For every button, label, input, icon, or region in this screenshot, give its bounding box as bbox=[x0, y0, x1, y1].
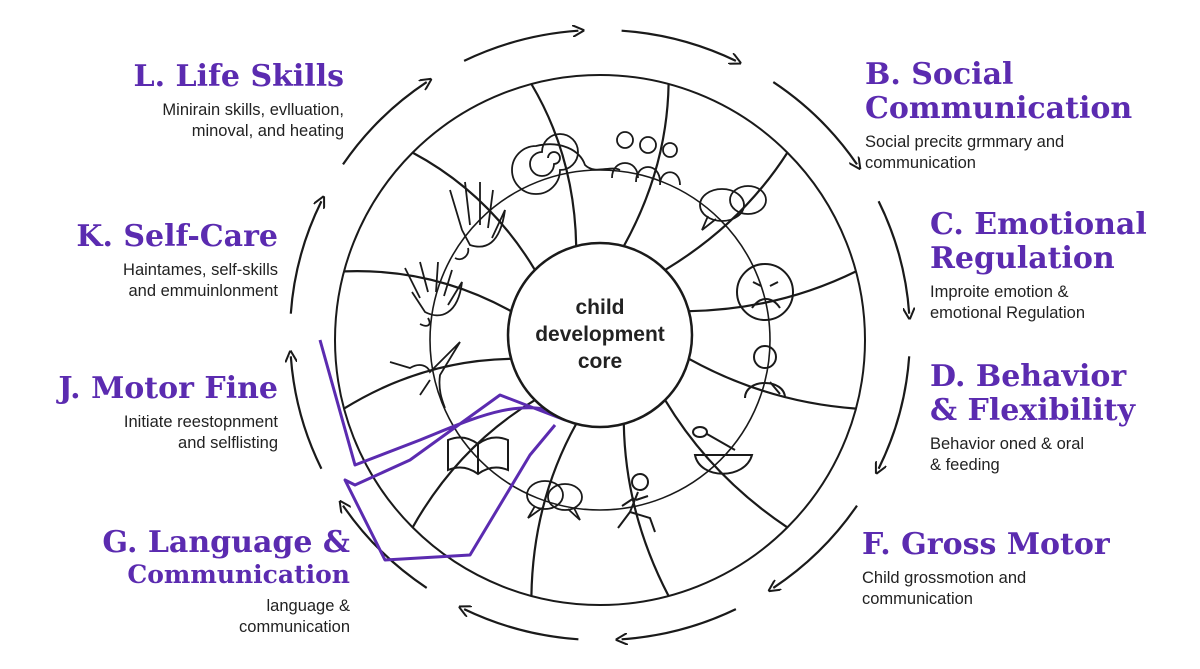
core-circle bbox=[506, 241, 694, 429]
petal-divider bbox=[343, 357, 512, 410]
petal-divider bbox=[688, 357, 857, 410]
label-life-skills: L. Life Skills Minirain skills, evlluati… bbox=[134, 60, 344, 142]
petal-divider bbox=[530, 83, 578, 247]
speech-bubbles-icon bbox=[699, 185, 767, 231]
label-social-communication: B. Social Communication Social precitɛ g… bbox=[865, 58, 1132, 174]
label-social-desc-2: communication bbox=[865, 154, 976, 172]
cycle-arrow bbox=[342, 82, 427, 166]
person-icon bbox=[744, 345, 786, 399]
waving-hand-icon bbox=[404, 261, 463, 327]
core-line-1: child bbox=[575, 296, 625, 319]
chat-bubbles-icon bbox=[526, 480, 583, 521]
label-language-desc-2: communication bbox=[239, 618, 350, 636]
label-gross-motor-desc-1: Child grossmotion and bbox=[862, 569, 1027, 587]
label-social-title-2: Communication bbox=[865, 91, 1133, 126]
petal-divider bbox=[688, 270, 857, 313]
label-behavior-desc-2: & feeding bbox=[930, 456, 1000, 474]
spiral-icon bbox=[511, 133, 621, 195]
cycle-arrow bbox=[879, 356, 911, 468]
cycle-arrow bbox=[343, 506, 428, 589]
label-behavior-title-2: & Flexibility bbox=[930, 393, 1136, 428]
cycle-arrow bbox=[621, 29, 736, 61]
label-gross-motor-title: F. Gross Motor bbox=[862, 527, 1110, 562]
label-life-skills-desc-2: minoval, and heating bbox=[191, 122, 344, 140]
label-emotional-title-1: C. Emotional bbox=[930, 207, 1147, 242]
label-language-communication: G. Language & Communication language & c… bbox=[102, 526, 350, 638]
label-self-care-title: K. Self-Care bbox=[76, 219, 278, 254]
label-life-skills-title: L. Life Skills bbox=[133, 59, 344, 94]
core-label: child development core bbox=[520, 294, 680, 375]
label-language-desc-1: language & bbox=[266, 597, 351, 615]
petal-dividers bbox=[343, 83, 857, 597]
cycle-arrow bbox=[463, 31, 578, 62]
cycle-arrow bbox=[291, 356, 323, 470]
open-hand-icon bbox=[449, 181, 506, 261]
label-behavior-title-1: D. Behavior bbox=[930, 359, 1127, 394]
label-motor-fine-title: J. Motor Fine bbox=[58, 371, 278, 406]
label-gross-motor: F. Gross Motor Child grossmotion and com… bbox=[862, 528, 1110, 610]
petal-divider bbox=[664, 399, 789, 529]
petal-divider bbox=[622, 83, 670, 247]
running-child-icon bbox=[617, 473, 656, 533]
label-motor-fine: J. Motor Fine Initiate reestopnment and … bbox=[58, 372, 278, 454]
petal-divider bbox=[411, 399, 536, 528]
label-self-care-desc-1: Haint⁠ames, self-skills bbox=[123, 261, 278, 279]
petal-divider bbox=[412, 151, 536, 271]
core-line-3: core bbox=[577, 350, 623, 373]
label-behavior-desc-1: Behavior oned & oral bbox=[930, 435, 1085, 453]
label-self-care-desc-2: and emmuinlonment bbox=[128, 282, 279, 300]
label-social-desc-1: Social precitɛ grmmary and bbox=[865, 133, 1065, 151]
core-line-2: development bbox=[535, 323, 665, 346]
outer-cycle-arrows bbox=[291, 31, 909, 640]
sad-face-icon bbox=[736, 263, 794, 321]
open-book-icon bbox=[447, 436, 509, 476]
petal-divider bbox=[622, 423, 670, 597]
cycle-arrow bbox=[289, 201, 322, 314]
label-emotional-title-2: Regulation bbox=[930, 241, 1115, 276]
label-motor-fine-desc-1: Initiate reestopnment bbox=[123, 413, 278, 431]
label-emotional-regulation: C. Emotional Regulation Improite emotion… bbox=[930, 208, 1147, 324]
label-language-title-2: Communication bbox=[127, 560, 350, 589]
petal-divider bbox=[343, 270, 512, 313]
petal-divider bbox=[530, 423, 578, 597]
label-behavior-flexibility: D. Behavior & Flexibility Behavior oned … bbox=[930, 360, 1135, 476]
cycle-arrow bbox=[622, 608, 737, 639]
spoon-bowl-icon bbox=[692, 426, 754, 475]
label-gross-motor-desc-2: communication bbox=[862, 590, 973, 608]
label-life-skills-desc-1: Minirain skills, evlluation, bbox=[162, 101, 344, 119]
label-emotional-desc-1: Improite emotion & bbox=[930, 283, 1069, 301]
label-motor-fine-desc-2: and selflisting bbox=[178, 434, 278, 452]
petal-divider bbox=[664, 152, 789, 271]
hummingbird-icon bbox=[389, 341, 461, 409]
people-icon bbox=[611, 131, 681, 186]
label-self-care: K. Self-Care Haint⁠ames, self-skills and… bbox=[76, 220, 278, 302]
cycle-arrow bbox=[464, 609, 579, 641]
label-emotional-desc-2: emotional Regulation bbox=[930, 304, 1086, 322]
cycle-arrow bbox=[772, 81, 857, 164]
cycle-arrow bbox=[877, 200, 910, 313]
label-language-title-1: G. Language & bbox=[102, 525, 350, 560]
cycle-arrow bbox=[773, 504, 858, 588]
label-social-title-1: B. Social bbox=[865, 57, 1014, 92]
